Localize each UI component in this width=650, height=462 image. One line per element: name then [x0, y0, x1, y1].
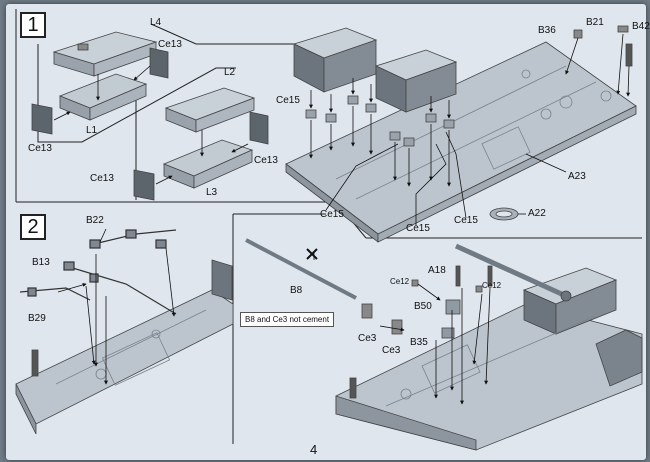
label-ce13-d: Ce13 — [90, 173, 114, 184]
label-b35: B35 — [410, 337, 428, 348]
step2-left-hull — [15, 228, 234, 435]
label-l1: L1 — [86, 125, 98, 136]
label-a18: A18 — [428, 265, 446, 276]
subassembly-l1-l4 — [31, 31, 169, 135]
step2-right-hull — [245, 238, 643, 451]
label-l3: L3 — [206, 187, 218, 198]
label-ce15-b: Ce15 — [320, 209, 344, 220]
label-ce3-b: Ce3 — [382, 345, 401, 356]
label-ce12-a: Ce12 — [390, 277, 410, 286]
label-ce13-a: Ce13 — [158, 39, 182, 50]
page-number: 4 — [310, 442, 318, 457]
panel-frame-lines — [15, 9, 642, 444]
label-l4: L4 — [150, 17, 162, 28]
label-b8: B8 — [290, 285, 303, 296]
label-b50: B50 — [414, 301, 432, 312]
label-ce13-c: Ce13 — [254, 155, 278, 166]
no-cement-icon — [306, 248, 318, 260]
subassembly-l2-l3 — [133, 87, 269, 201]
assembly-diagram — [15, 9, 643, 451]
label-ce13-b: Ce13 — [28, 143, 52, 154]
hull-plate-a23 — [285, 25, 637, 243]
no-cement-note: B8 and Ce3 not cement — [240, 312, 335, 327]
label-b22: B22 — [86, 215, 104, 226]
label-b29: B29 — [28, 313, 46, 324]
step-2-number: 2 — [20, 214, 46, 240]
instruction-page: 1 2 L4 Ce13 L1 Ce13 L2 Ce13 Ce13 L3 B36 … — [6, 4, 650, 460]
label-ce12-b: Ce12 — [482, 281, 502, 290]
label-b36: B36 — [538, 25, 556, 36]
label-ce15-c: Ce15 — [406, 223, 430, 234]
step-1-number: 1 — [20, 12, 46, 38]
label-ce15-a: Ce15 — [276, 95, 300, 106]
label-ce15-d: Ce15 — [454, 215, 478, 226]
label-b21: B21 — [586, 17, 604, 28]
label-a22: A22 — [528, 208, 546, 219]
label-a23: A23 — [568, 171, 586, 182]
label-b42: B42 — [632, 21, 650, 32]
label-b13: B13 — [32, 257, 50, 268]
label-l2: L2 — [224, 67, 236, 78]
label-ce3-a: Ce3 — [358, 333, 377, 344]
